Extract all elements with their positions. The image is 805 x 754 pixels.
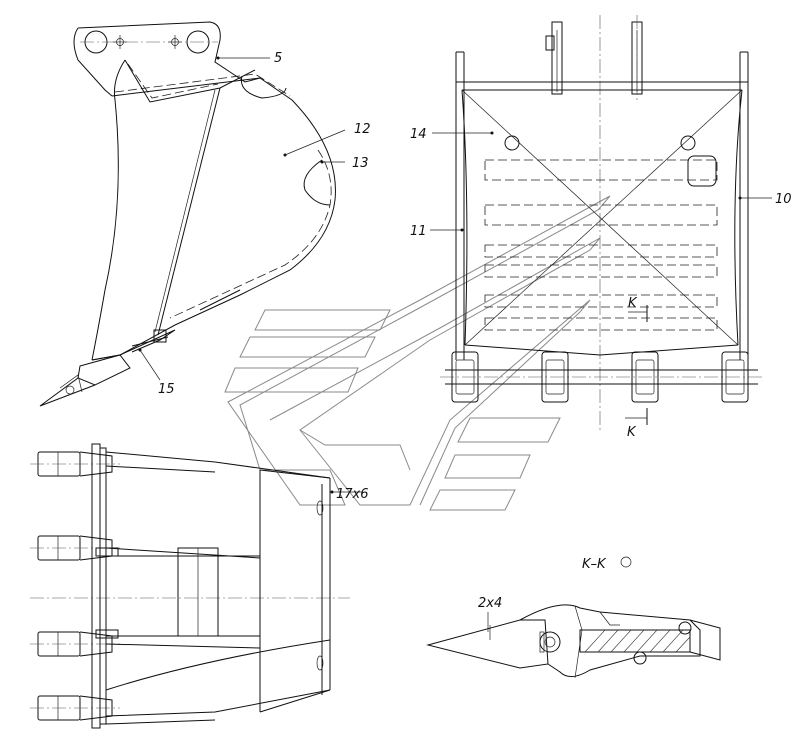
callout-10: 10 xyxy=(775,192,792,207)
tooth-qty-label: 2x4 xyxy=(478,596,502,611)
callout-14: 14 xyxy=(410,127,427,142)
logo-watermark xyxy=(224,195,611,511)
callout-5: 5 xyxy=(274,51,282,66)
bucket-plan-view xyxy=(30,443,362,729)
bucket-side-view xyxy=(39,21,346,407)
callout-11: 11 xyxy=(410,224,427,239)
callout-15: 15 xyxy=(158,382,175,397)
section-title: K–K xyxy=(582,557,607,572)
rotation-circle-icon xyxy=(620,556,632,568)
callout-12: 12 xyxy=(354,122,371,137)
tooth-group xyxy=(451,351,749,403)
tooth-section-view xyxy=(426,604,721,679)
weld-callout: 17x6 xyxy=(336,487,369,502)
bucket-front-view xyxy=(430,15,772,430)
section-mark-k-bottom: K xyxy=(627,425,637,440)
section-hatch xyxy=(584,629,691,653)
callout-13: 13 xyxy=(352,156,369,171)
section-mark-k-top: K xyxy=(628,296,638,311)
